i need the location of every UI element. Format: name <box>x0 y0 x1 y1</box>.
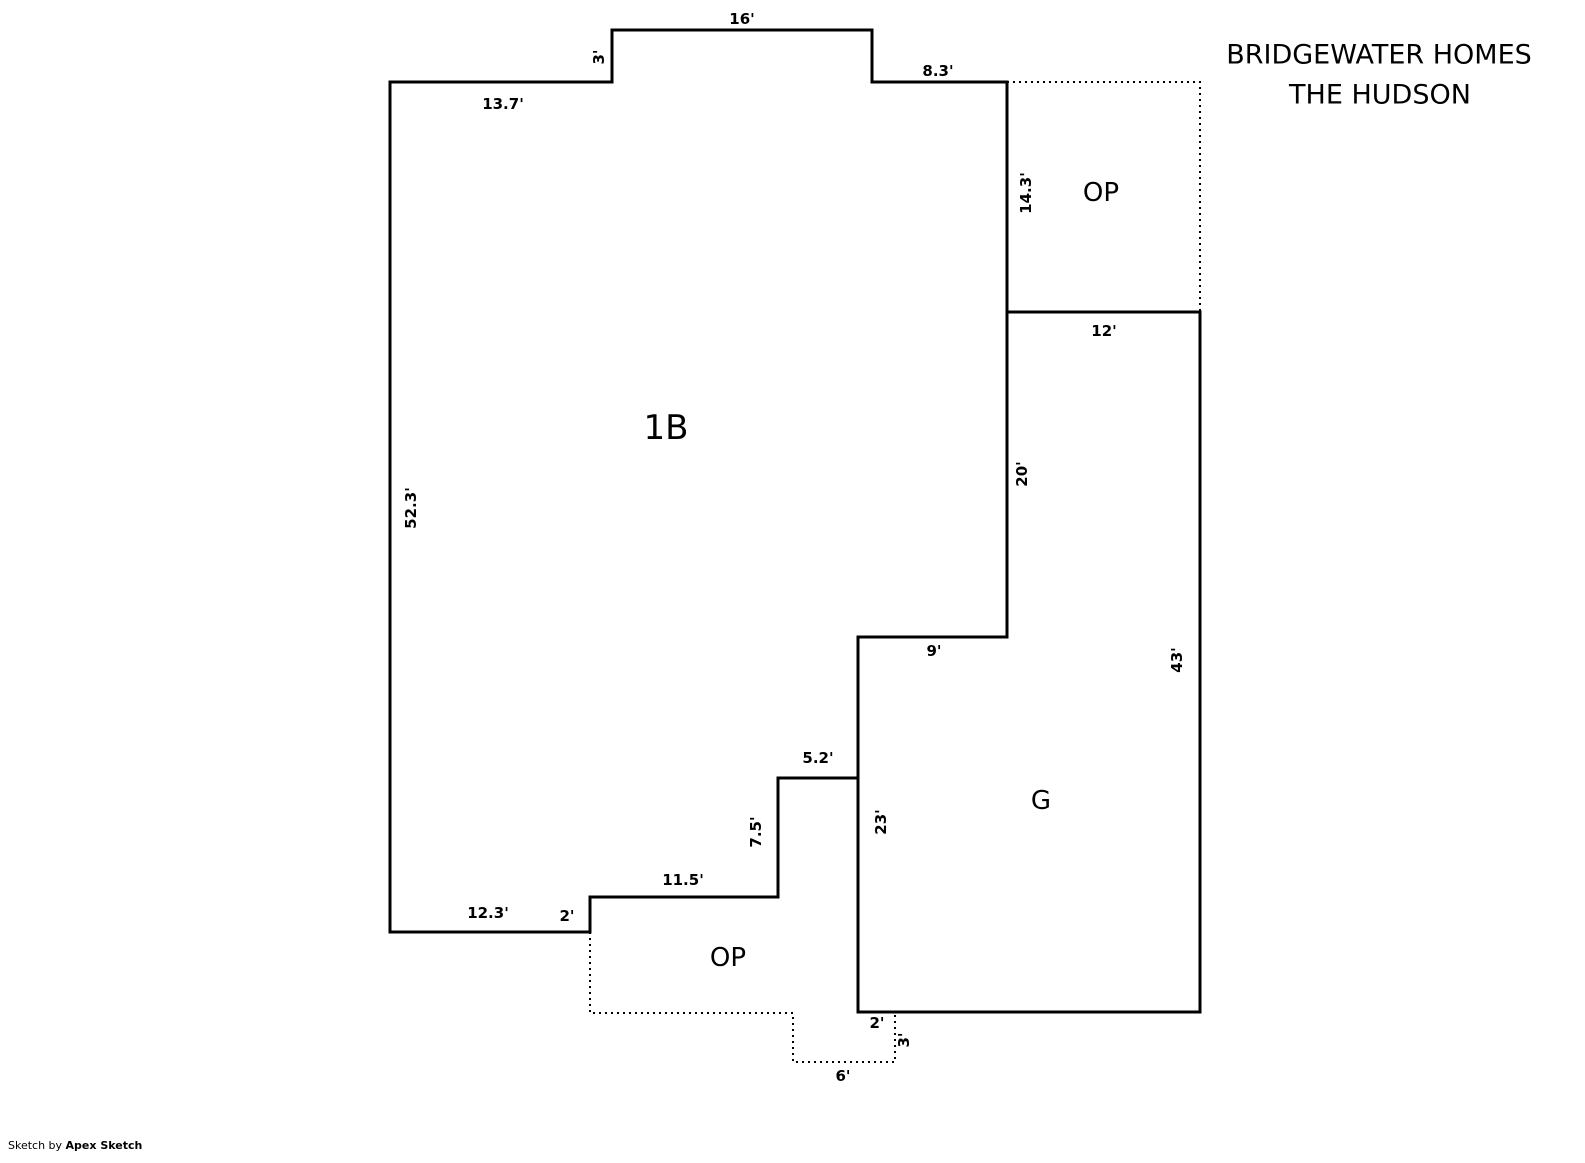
porch-top-right-outline <box>1007 81 1201 312</box>
dim-notch-right-label: 7.5' <box>747 816 765 847</box>
garage-outline <box>856 310 1202 1014</box>
footer-credit: Sketch by Apex Sketch <box>8 1139 142 1152</box>
footer-credit-prefix: Sketch by <box>8 1139 66 1152</box>
room-porch-bottom-label: OP <box>710 943 746 973</box>
dim-porch-right-label: 3' <box>895 1032 913 1047</box>
dim-bump-top-label: 16' <box>729 10 754 28</box>
plan-title-line1: BRIDGEWATER HOMES <box>1226 40 1532 71</box>
dim-notch-bottom-label: 11.5' <box>662 871 704 889</box>
dim-garage-left-label: 23' <box>872 809 890 834</box>
dim-top-left-label: 13.7' <box>482 95 524 113</box>
dim-porch-step-label: 2' <box>869 1014 884 1032</box>
room-unit-label: 1B <box>644 408 689 448</box>
dim-bump-left-label: 3' <box>590 49 608 64</box>
unit-1b-outline <box>388 28 1009 934</box>
porch-bottom-outline <box>589 932 896 1063</box>
dim-garage-step-top-label: 9' <box>926 642 941 660</box>
dim-porch-bottom-label: 6' <box>835 1067 850 1085</box>
room-garage-label: G <box>1031 786 1051 816</box>
dim-jog-left-label: 2' <box>559 907 574 925</box>
dim-garage-top-label: 12' <box>1091 322 1116 340</box>
footer-credit-brand: Apex Sketch <box>66 1139 143 1152</box>
dim-garage-right-label: 43' <box>1168 647 1186 672</box>
room-porch-top-label: OP <box>1083 178 1119 208</box>
dim-right-upper-label: 14.3' <box>1017 172 1035 214</box>
dim-bottom-left-label: 12.3' <box>467 904 509 922</box>
dim-notch-top-label: 5.2' <box>802 749 833 767</box>
dim-top-right-label: 8.3' <box>922 62 953 80</box>
dim-left-wall-label: 52.3' <box>402 487 420 529</box>
dim-right-lower-label: 20' <box>1013 461 1031 486</box>
plan-title-line2: THE HUDSON <box>1288 80 1471 111</box>
